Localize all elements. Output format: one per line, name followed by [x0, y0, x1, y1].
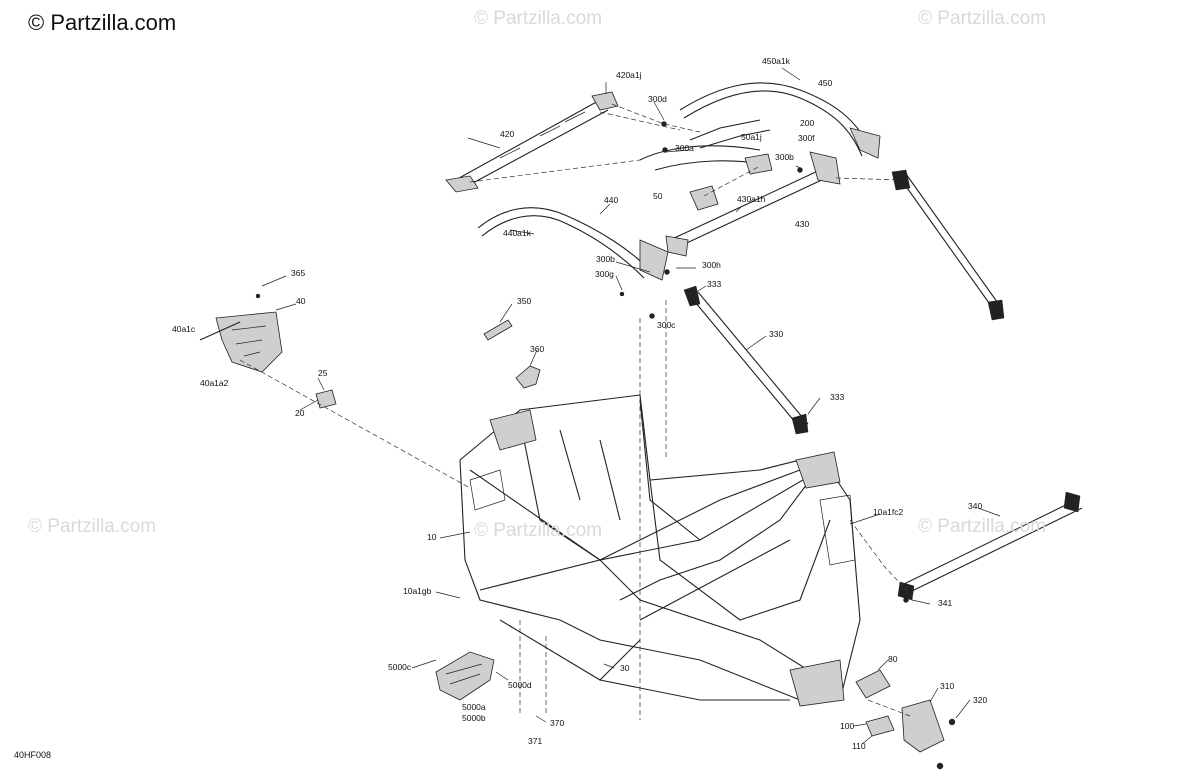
part-label-450[interactable]: 450 [818, 78, 833, 88]
partzilla-watermark-mid-left: © Partzilla.com [28, 516, 157, 537]
partzilla-watermark-top-right: © Partzilla.com [918, 8, 1047, 29]
part-label-310[interactable]: 310 [940, 681, 955, 691]
part-label-50a1j[interactable]: 50a1j [741, 132, 762, 142]
part-label-333-bottom[interactable]: 333 [830, 392, 845, 402]
partzilla-watermark-main: © Partzilla.com [28, 10, 177, 35]
roll-bar-450[interactable] [679, 82, 881, 159]
partzilla-watermark-mid-center: © Partzilla.com [474, 520, 603, 541]
part-label-450a1k[interactable]: 450a1k [762, 56, 790, 66]
part-label-300d[interactable]: 300d [648, 94, 667, 104]
bracket-100[interactable] [865, 715, 895, 737]
part-label-430[interactable]: 430 [795, 219, 810, 229]
part-label-40a1c[interactable]: 40a1c [172, 324, 196, 334]
strut-rear[interactable] [891, 169, 1005, 321]
part-label-430a1h[interactable]: 430a1h [737, 194, 766, 204]
part-label-40[interactable]: 40 [296, 296, 306, 306]
part-label-340[interactable]: 340 [968, 501, 983, 511]
part-label-5000c[interactable]: 5000c [388, 662, 412, 672]
part-label-371[interactable]: 371 [528, 736, 543, 746]
clip-350[interactable] [483, 319, 513, 341]
main-frame-10[interactable] [459, 394, 861, 707]
part-label-420a1j[interactable]: 420a1j [616, 70, 642, 80]
part-label-300a[interactable]: 300a [675, 143, 694, 153]
part-label-360[interactable]: 360 [530, 344, 545, 354]
bracket-80[interactable] [855, 669, 891, 699]
assembly-lines [239, 103, 913, 720]
part-label-300b-top[interactable]: 300b [775, 152, 794, 162]
roll-bar-420[interactable] [445, 91, 619, 193]
part-label-50[interactable]: 50 [653, 191, 663, 201]
partzilla-watermark-mid-right: © Partzilla.com [918, 516, 1047, 537]
part-label-341[interactable]: 341 [938, 598, 953, 608]
partzilla-watermark-top-center: © Partzilla.com [474, 8, 603, 29]
diagram-reference-code: 40HF008 [14, 750, 52, 760]
part-label-25[interactable]: 25 [318, 368, 328, 378]
clip-360[interactable] [515, 365, 541, 389]
part-label-300f[interactable]: 300f [798, 133, 815, 143]
part-label-20[interactable]: 20 [295, 408, 305, 418]
part-label-10a1fc2[interactable]: 10a1fc2 [873, 507, 904, 517]
part-label-10[interactable]: 10 [427, 532, 437, 542]
roll-bar-440[interactable] [477, 207, 669, 281]
bar-340[interactable] [897, 491, 1083, 601]
leader-lines [261, 67, 1001, 745]
part-label-200[interactable]: 200 [800, 118, 815, 128]
part-label-350[interactable]: 350 [517, 296, 532, 306]
part-label-5000b[interactable]: 5000b [462, 713, 486, 723]
part-label-300c[interactable]: 300c [657, 320, 676, 330]
bracket-40[interactable] [199, 311, 283, 373]
part-label-420[interactable]: 420 [500, 129, 515, 139]
part-label-40a1a2[interactable]: 40a1a2 [200, 378, 229, 388]
strut-330[interactable] [683, 285, 809, 435]
part-label-333-top[interactable]: 333 [707, 279, 722, 289]
part-label-440[interactable]: 440 [604, 195, 619, 205]
part-label-370[interactable]: 370 [550, 718, 565, 728]
part-label-330[interactable]: 330 [769, 329, 784, 339]
part-label-320[interactable]: 320 [973, 695, 988, 705]
fastener-dots [255, 121, 956, 770]
bracket-310[interactable] [901, 699, 945, 753]
part-label-5000d[interactable]: 5000d [508, 680, 532, 690]
part-label-110[interactable]: 110 [852, 741, 866, 751]
skid-5000[interactable] [435, 651, 495, 701]
part-label-300g[interactable]: 300g [595, 269, 614, 279]
part-label-440a1k[interactable]: 440a1k [503, 228, 531, 238]
part-label-100[interactable]: 100 [840, 721, 855, 731]
roll-bar-430[interactable] [665, 151, 841, 257]
part-label-5000a[interactable]: 5000a [462, 702, 486, 712]
clip-20-25[interactable] [315, 389, 337, 409]
part-label-80[interactable]: 80 [888, 654, 898, 664]
part-label-300h[interactable]: 300h [702, 260, 721, 270]
part-label-10a1gb[interactable]: 10a1gb [403, 586, 432, 596]
part-label-30[interactable]: 30 [620, 663, 630, 673]
part-label-300b-mid[interactable]: 300b [596, 254, 615, 264]
part-label-365[interactable]: 365 [291, 268, 306, 278]
